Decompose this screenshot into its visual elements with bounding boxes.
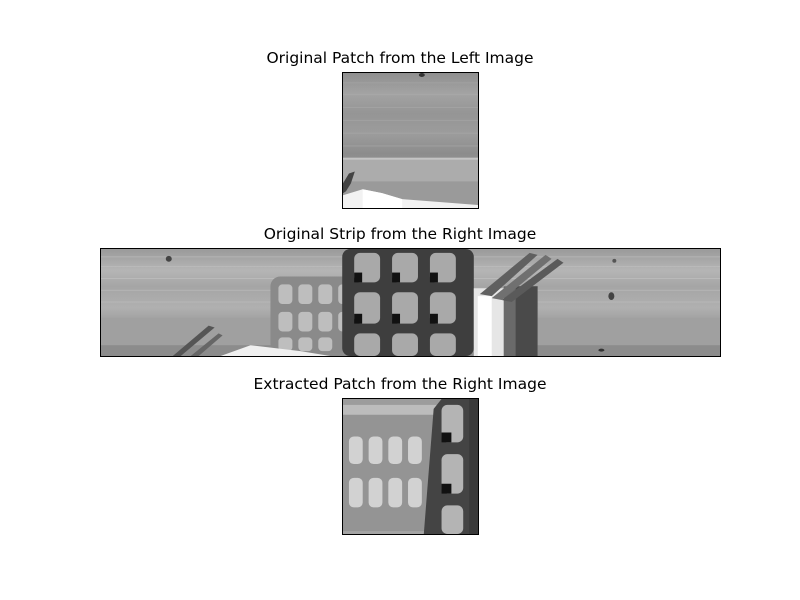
left-patch-image xyxy=(342,72,479,209)
extracted-patch-image xyxy=(342,398,479,535)
left-patch-title: Original Patch from the Left Image xyxy=(266,49,534,67)
right-strip-image xyxy=(100,248,721,357)
right-strip-title: Original Strip from the Right Image xyxy=(263,225,537,243)
extracted-patch-title: Extracted Patch from the Right Image xyxy=(253,375,547,393)
